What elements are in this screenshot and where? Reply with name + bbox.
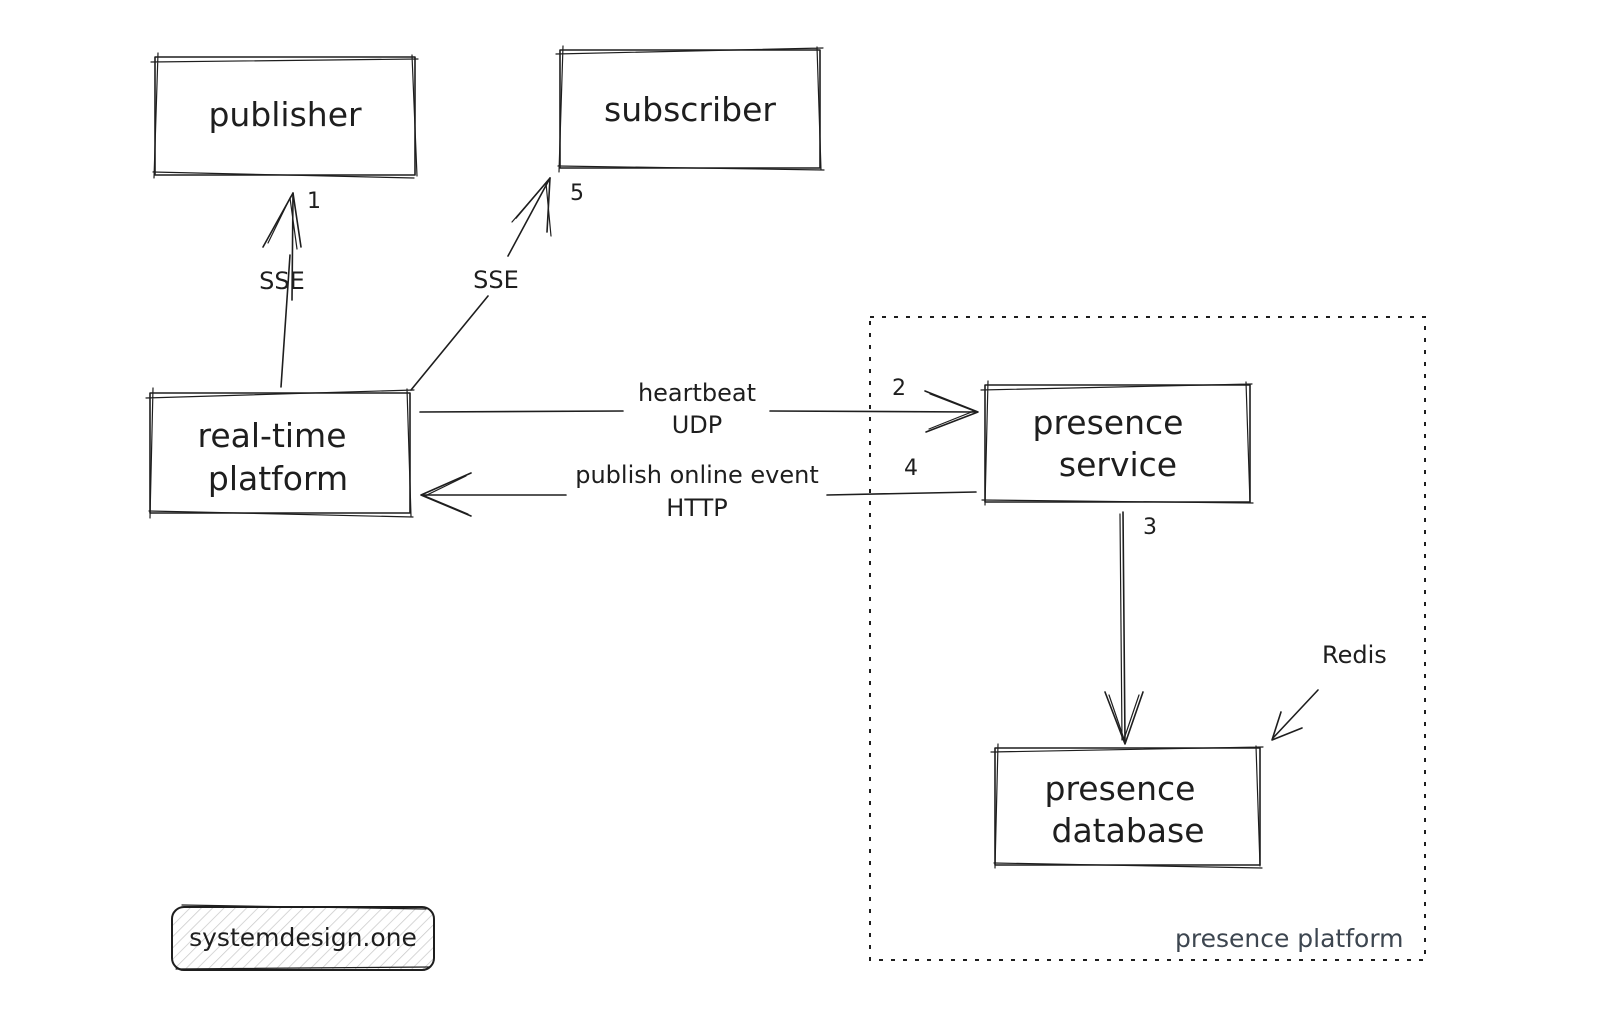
presence-service-label-line2: service	[1059, 445, 1177, 484]
presence-database-node[interactable]: presence database	[990, 743, 1264, 869]
edge-sse-publisher-label: SSE	[259, 267, 305, 295]
edge-publish-event-label-line1: publish online event	[575, 461, 819, 489]
subscriber-label: subscriber	[604, 90, 776, 129]
edge-heartbeat-label-line1: heartbeat	[638, 379, 756, 407]
presence-service-node[interactable]: presence service	[980, 380, 1254, 506]
step-3-label: 3	[1143, 515, 1157, 540]
presence-database-label-line1: presence	[1045, 769, 1196, 808]
edge-publish-event: publish online event HTTP 4	[420, 456, 977, 522]
realtime-label-line2: platform	[208, 459, 348, 498]
brand-tag[interactable]: systemdesign.one	[171, 904, 435, 971]
edge-publish-event-label-line2: HTTP	[666, 494, 727, 522]
redis-label: Redis	[1322, 641, 1387, 669]
realtime-platform-node[interactable]: real-time platform	[145, 387, 415, 519]
realtime-label-line1: real-time	[198, 416, 347, 455]
edge-sse-publisher: SSE 1	[259, 189, 321, 388]
step-4-label: 4	[904, 456, 918, 481]
presence-database-label-line2: database	[1052, 811, 1205, 850]
step-1-label: 1	[307, 189, 321, 214]
presence-service-label-line1: presence	[1033, 403, 1184, 442]
subscriber-node[interactable]: subscriber	[555, 45, 825, 173]
edge-sse-subscriber: SSE 5	[410, 177, 584, 391]
publisher-label: publisher	[208, 95, 362, 134]
edge-heartbeat-label-line2: UDP	[672, 411, 723, 439]
brand-label: systemdesign.one	[189, 923, 417, 952]
edge-service-to-db: 3	[1104, 511, 1157, 745]
publisher-node[interactable]: publisher	[150, 52, 419, 179]
edge-heartbeat: heartbeat UDP 2	[419, 376, 979, 439]
redis-annotation: Redis	[1271, 641, 1387, 741]
presence-platform-group: presence platform	[869, 316, 1426, 961]
step-2-label: 2	[892, 376, 906, 401]
presence-platform-label: presence platform	[1175, 924, 1404, 953]
edge-sse-subscriber-label: SSE	[473, 266, 519, 294]
step-5-label: 5	[570, 181, 584, 206]
